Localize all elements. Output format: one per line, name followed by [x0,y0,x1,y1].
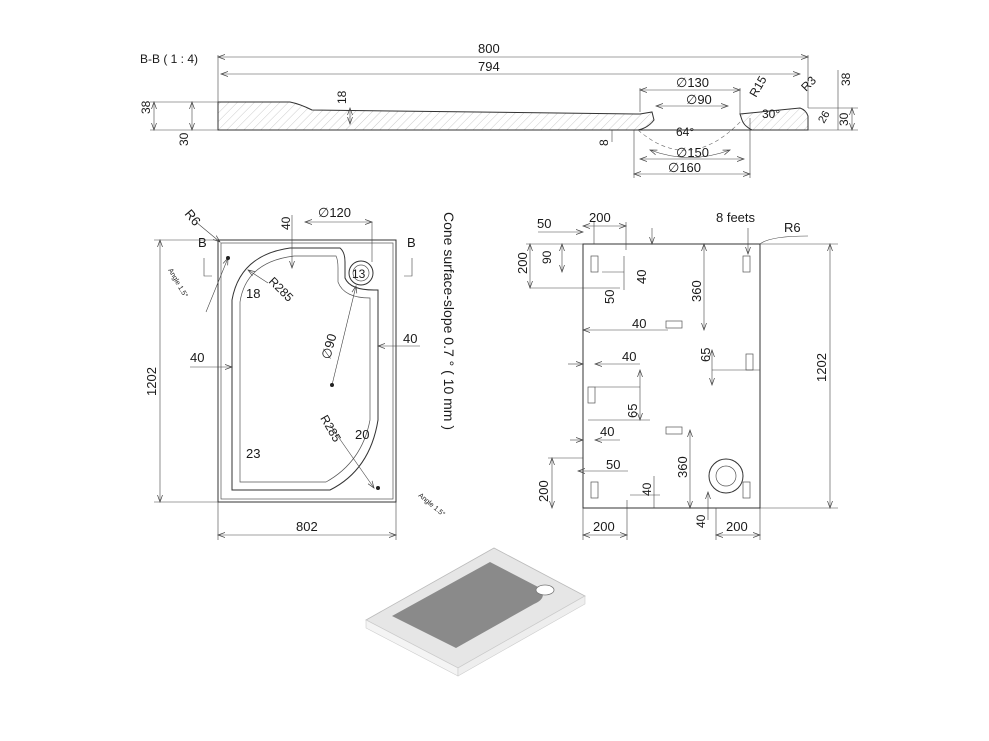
label-13: 13 [352,267,366,281]
dim-40-top: 40 [279,216,293,230]
foot-8 [742,481,751,499]
dim-200-left: 200 [515,252,530,274]
bottom-outline [582,243,761,509]
section-title: B-B ( 1 : 4) [140,52,198,66]
feet-label: 8 feets [716,210,756,225]
dim-d90-plan: ∅90 [318,332,339,361]
label-b-right: B [407,235,416,250]
dim-40-f: 40 [694,514,708,528]
foot-3 [665,320,683,329]
section-view: B-B ( 1 : 4) 800 794 38 30 18 8 [139,41,858,178]
bottom-drain [708,458,744,494]
dim-40-right: 40 [403,331,417,346]
foot-1 [590,255,599,273]
dim-30-left: 30 [177,132,191,146]
dim-38-left: 38 [139,100,153,114]
label-b-left: B [198,235,207,250]
drain-circle [348,260,374,286]
dim-200-bottom-right: 200 [726,519,748,534]
dim-d160: ∅160 [668,160,701,175]
bottom-view: 8 feets R6 1202 50 200 200 90 50 40 360 [515,210,838,540]
dim-23: 23 [246,446,260,461]
dim-26: 26 [816,109,833,126]
label-r6-plan: R6 [182,206,204,228]
foot-7 [590,481,599,499]
dim-18-plan: 18 [246,286,260,301]
section-profile [217,101,655,131]
dim-d120: ∅120 [318,205,351,220]
dim-40-b: 40 [632,316,646,331]
basin-outline [231,247,379,491]
dim-d90: ∅90 [686,92,712,107]
dim-r3: R3 [798,73,819,94]
foot-6 [665,426,683,435]
dim-40-left: 40 [190,350,204,365]
dim-d130: ∅130 [676,75,709,90]
dim-802: 802 [296,519,318,534]
plan-view: 13 R6 B B ∅120 40 R285 18 Angle 1.5° ∅90… [144,205,457,540]
label-r6-bottom: R6 [784,220,801,235]
dim-8: 8 [597,139,611,146]
dim-18: 18 [335,90,349,104]
dim-794: 794 [478,59,500,74]
dim-65-b: 65 [625,404,640,418]
dim-90: 90 [540,250,554,264]
dim-50-a: 50 [602,290,617,304]
dim-30-right: 30 [837,112,851,126]
dim-200-top: 200 [589,210,611,225]
dim-30deg: 30° [762,107,780,121]
dim-360-top: 360 [689,280,704,302]
dim-50-b: 50 [606,457,620,472]
dim-1202-bottom: 1202 [814,353,829,382]
dim-r15: R15 [746,73,769,99]
dim-50-top: 50 [537,216,551,231]
dim-800: 800 [478,41,500,56]
dim-40-a: 40 [634,270,649,284]
dim-20: 20 [355,427,369,442]
angle-top: Angle 1.5° [166,267,189,299]
dim-65-a: 65 [698,348,713,362]
foot-5 [587,386,596,404]
dim-38-right: 38 [839,72,853,86]
foot-2 [742,255,751,273]
angle-bottom: Angle 1.5° [417,491,447,518]
slope-note: Cone surface-slope 0.7 ° ( 10 mm ) [441,212,457,430]
dim-40-c: 40 [622,349,636,364]
dim-64deg: 64° [676,125,694,139]
dim-40-e: 40 [640,482,654,496]
dim-d150: ∅150 [676,145,709,160]
dim-r285-top: R285 [266,274,296,304]
dim-200-left-bottom: 200 [536,480,551,502]
tray-3d-render [365,547,586,677]
dim-40-d: 40 [600,424,614,439]
dim-200-bottom-left: 200 [593,519,615,534]
dim-360-bottom: 360 [675,456,690,478]
tray-outline [217,239,397,503]
dim-1202-plan: 1202 [144,367,159,396]
foot-4 [745,353,754,371]
